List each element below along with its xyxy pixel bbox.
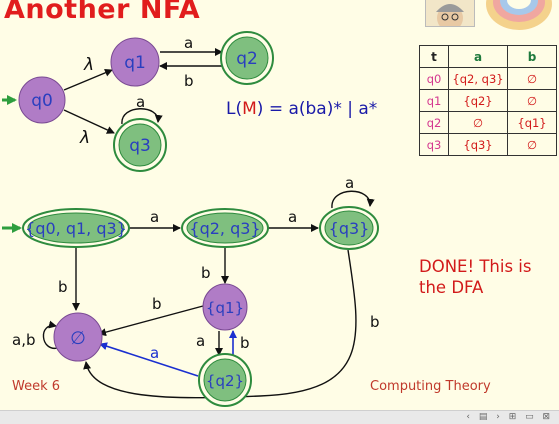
nfa-edge-label: a [136, 93, 145, 111]
table-row: q3 {q3} ∅ [419, 133, 557, 156]
dfa-edge-label: a [150, 208, 159, 226]
dfa-state-q3: {q3} [319, 206, 379, 250]
table-row: q1 {q2} ∅ [419, 89, 557, 112]
table-cell: {q3} [448, 133, 508, 156]
table-cell: ∅ [507, 133, 557, 156]
state-label: {q3} [329, 219, 370, 238]
dfa-self-loop [42, 320, 59, 349]
dfa-edge-label: b [240, 334, 250, 352]
dfa-edge-label: a [288, 208, 297, 226]
dfa-state-q1: {q1} [202, 283, 248, 331]
state-label: q2 [236, 49, 258, 69]
table-cell: {q2, q3} [448, 67, 508, 90]
dfa-state-empty: ∅ [53, 312, 103, 362]
nfa-self-loop-q3 [121, 108, 163, 125]
nfa-edge-q0-q3 [63, 109, 115, 134]
dfa-edge-label: b [370, 313, 380, 331]
dfa-state-q2: {q2} [198, 353, 252, 407]
state-label: {q0, q1, q3} [25, 219, 127, 238]
done-note: DONE! This is the DFA [419, 257, 532, 297]
table-cell: q1 [419, 89, 449, 112]
slide-navigation-icons[interactable]: ‹ ▤ › ⊞ ▭ ⊠ [466, 412, 553, 422]
dfa-edge-label: b [201, 264, 211, 282]
nfa-state-q3: q3 [113, 118, 167, 172]
dfa-edge-label: b [58, 278, 68, 296]
slide-title: Another NFA [4, 0, 201, 25]
slide: Another NFA L(M) = a(ba)* | a* t a b q0 … [2, 0, 557, 407]
table-cell: q3 [419, 133, 449, 156]
nfa-state-q1: q1 [110, 37, 160, 87]
state-label: q3 [129, 136, 151, 156]
dfa-edge [98, 305, 204, 337]
state-label: {q2, q3} [189, 219, 260, 238]
transition-table: t a b q0 {q2, q3} ∅ q1 {q2} ∅ q2 ∅ {q1} … [419, 45, 557, 156]
viewer-statusbar: ‹ ▤ › ⊞ ▭ ⊠ [0, 410, 559, 424]
table-row: q2 ∅ {q1} [419, 111, 557, 134]
dfa-edge-label: b [152, 295, 162, 313]
automata-diagram: λ λ a b a q0 q1 q2 q3 [2, 31, 380, 407]
nfa-edge-label: λ [79, 128, 90, 148]
footer-week: Week 6 [12, 379, 61, 394]
nfa-edge-label: λ [83, 55, 94, 75]
table-row: q0 {q2, q3} ∅ [419, 67, 557, 90]
nfa-edge-label: a [184, 34, 193, 52]
dfa-state-q2-q3: {q2, q3} [181, 208, 269, 248]
dfa-edge-label: a,b [12, 331, 35, 349]
nfa-state-q2: q2 [220, 31, 274, 85]
dfa-edge-label: a [345, 174, 354, 192]
footer-course: Computing Theory [370, 379, 491, 394]
state-label: q0 [31, 91, 53, 111]
language-expression: L(M) = a(ba)* | a* [226, 99, 378, 119]
state-label: q1 [124, 53, 146, 73]
table-cell: {q1} [507, 111, 557, 134]
table-header-row: t a b [419, 45, 557, 68]
state-label: {q2} [206, 372, 244, 390]
state-label: ∅ [70, 328, 86, 349]
course-logo [484, 0, 554, 40]
dfa-edge-label: a [150, 344, 159, 362]
nfa-state-q0: q0 [18, 76, 66, 124]
dfa-edge [99, 342, 199, 377]
dfa-edge [83, 249, 357, 399]
dfa-edge-label: a [196, 332, 205, 350]
dfa-self-loop [331, 190, 375, 209]
nfa-edge-q0-q1 [63, 69, 113, 91]
nfa-edge-label: b [184, 72, 194, 90]
state-label: {q1} [206, 299, 244, 317]
author-portrait-image [425, 0, 475, 27]
dfa-state-q0-q1-q3: {q0, q1, q3} [22, 208, 130, 248]
table-cell: {q2} [448, 89, 508, 112]
table-cell: q0 [419, 67, 449, 90]
